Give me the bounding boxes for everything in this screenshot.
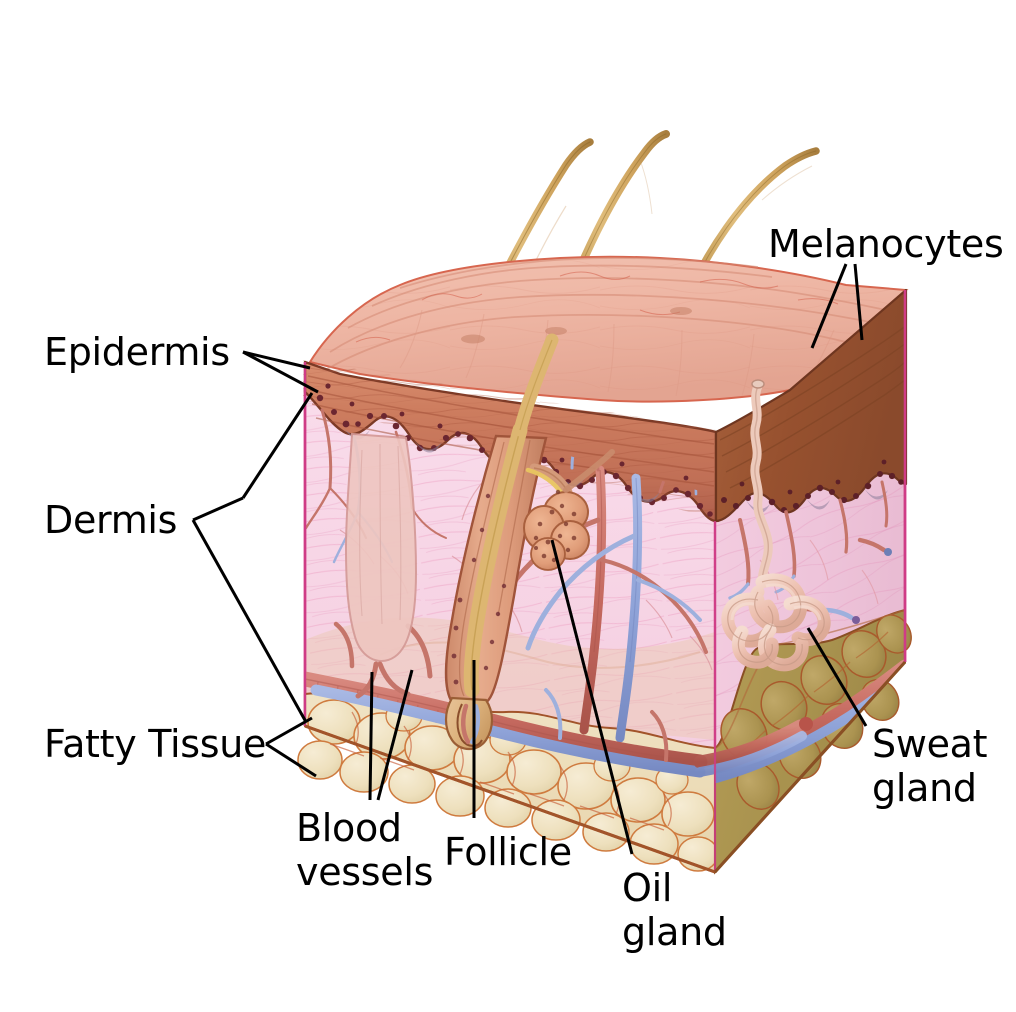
label-follicle: Follicle xyxy=(444,830,572,874)
label-oil-gland-line1: Oil xyxy=(622,866,673,910)
leader-lines xyxy=(191,263,868,855)
follicle-left xyxy=(344,432,418,699)
skin-surface-top xyxy=(308,255,909,403)
label-sweat-gland-line1: Sweat xyxy=(872,722,988,766)
block-edges xyxy=(303,290,907,874)
sweat-gland xyxy=(721,379,831,672)
fat-capillaries-front xyxy=(329,711,672,831)
label-epidermis: Epidermis xyxy=(44,330,230,374)
label-sweat-gland-line2: gland xyxy=(872,766,977,810)
label-melanocytes: Melanocytes xyxy=(768,222,1004,266)
fatty-tissue-front xyxy=(297,692,719,874)
label-fatty-tissue: Fatty Tissue xyxy=(44,722,267,766)
label-blood-vessels-line1: Blood xyxy=(296,806,402,850)
label-blood-vessels-line2: vessels xyxy=(296,850,434,894)
deep-plexus-overlay xyxy=(693,717,813,777)
label-oil-gland-line2: gland xyxy=(622,910,727,954)
label-dermis: Dermis xyxy=(44,498,178,542)
sebocyte-dots xyxy=(533,489,577,563)
